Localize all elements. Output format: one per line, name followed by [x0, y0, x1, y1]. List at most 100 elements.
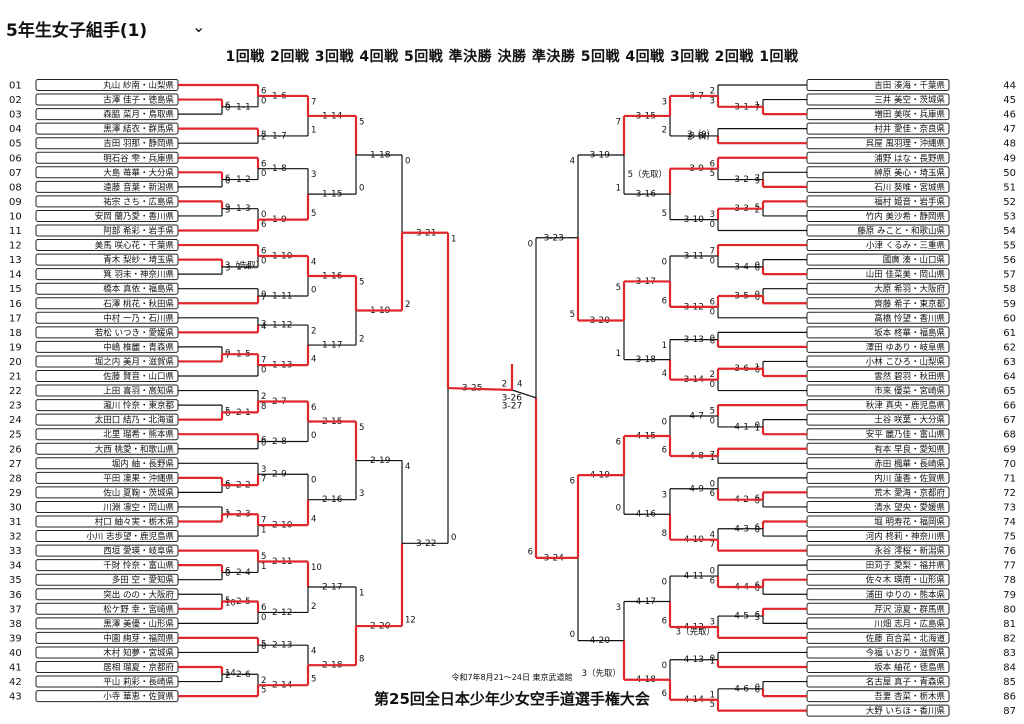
- player-name: 古澤 佳子・徳島県: [103, 95, 174, 106]
- player-name: 山田 佳菜美・岡山県: [866, 269, 946, 280]
- score-b: 0: [755, 526, 760, 536]
- score-b: 0: [710, 307, 715, 317]
- score-a: 1: [662, 341, 667, 351]
- seed-number: 10: [9, 211, 22, 222]
- score-a: 3: [662, 490, 667, 500]
- seed-number: 51: [1003, 182, 1016, 193]
- player-name: 大野 いちほ・香川県: [866, 706, 946, 717]
- seed-number: 17: [9, 313, 22, 324]
- player-name: 内川 蓮香・佐賀県: [874, 473, 945, 484]
- score-a: 3（先取）: [225, 260, 264, 271]
- seed-number: 67: [1003, 415, 1016, 426]
- seed-number: 87: [1003, 706, 1016, 717]
- seed-number: 37: [9, 604, 22, 615]
- score-a: 4: [311, 257, 316, 267]
- player-name: 堀内 紬・長野県: [112, 458, 175, 469]
- score-b: 3: [755, 613, 760, 623]
- score-b: 2: [405, 300, 410, 310]
- player-name: 千財 怜奈・富山県: [103, 560, 174, 571]
- score-b: 6: [662, 446, 667, 456]
- player-name: 澤田 ゆあり・岐阜県: [866, 342, 946, 353]
- score-b: 8: [359, 655, 364, 665]
- player-name: 堀之内 美月・滋賀県: [95, 356, 175, 367]
- score-b: 6: [662, 689, 667, 699]
- player-name: 安平 麗乃佳・富山県: [866, 429, 946, 440]
- seed-number: 70: [1003, 459, 1016, 470]
- score-b: 1: [261, 526, 266, 536]
- player-name: 永谷 澪桜・新潟県: [874, 546, 945, 557]
- seed-number: 22: [9, 386, 22, 397]
- score-b: 1: [311, 125, 316, 135]
- player-name: 三井 美空・茨城県: [874, 95, 945, 106]
- score-a: 7: [261, 516, 266, 526]
- player-name: 齊藤 希子・東京都: [874, 298, 945, 309]
- score-a: 0: [662, 257, 667, 267]
- score-b: 6: [755, 264, 760, 274]
- score-b: 4: [311, 515, 316, 525]
- score-a: 3: [710, 210, 715, 220]
- player-name: 松ケ野 幸・宮崎県: [103, 604, 174, 615]
- score-b: 0: [225, 482, 230, 492]
- seed-number: 08: [9, 182, 22, 193]
- player-name: 浦野 はな・長野県: [874, 153, 945, 164]
- player-name: 西垣 愛瑛・岐阜県: [103, 546, 174, 557]
- score-a: 0: [755, 683, 760, 693]
- seed-number: 38: [9, 619, 22, 630]
- score-a: 9: [225, 203, 230, 213]
- score-b: 6: [755, 366, 760, 376]
- player-name: 突出 のの・大阪府: [103, 589, 174, 600]
- seed-number: 81: [1003, 619, 1016, 630]
- score-a: 2（0）: [687, 129, 715, 140]
- score-a: 7: [311, 97, 316, 107]
- score-b: 0: [261, 96, 266, 106]
- score-b: 1: [710, 453, 715, 463]
- seed-number: 11: [9, 226, 22, 237]
- player-name: 有本 早良・愛知県: [874, 444, 945, 455]
- player-name: 國廣 湊・山口県: [883, 255, 946, 266]
- score-b: 6: [710, 576, 715, 586]
- player-name: 竹内 美沙希・静岡県: [866, 211, 946, 222]
- chevron-down-icon[interactable]: ⌄: [192, 17, 206, 36]
- player-name: 高橋 怜望・香川県: [874, 313, 945, 324]
- player-name: 榊原 美心・埼玉県: [874, 167, 945, 178]
- score-b: 2: [225, 671, 230, 681]
- score-a: 4: [311, 647, 316, 657]
- player-name: 浦田 ゆりの・熊本県: [866, 589, 946, 600]
- score-a: 0: [710, 567, 715, 577]
- player-name: 福村 姫音・岩手県: [874, 196, 945, 207]
- seed-number: 19: [9, 342, 22, 353]
- score-b: 0: [755, 496, 760, 506]
- score-b: 2（4）: [687, 132, 715, 143]
- seed-number: 03: [9, 110, 22, 121]
- seed-number: 68: [1003, 430, 1016, 441]
- seed-number: 55: [1003, 241, 1016, 252]
- player-name: 北里 瑠希・熊本県: [103, 429, 174, 440]
- seed-number: 53: [1003, 211, 1016, 222]
- score-a: 5: [710, 407, 715, 417]
- player-name: 芹沢 涼夏・群馬県: [874, 604, 945, 615]
- player-name: 佐々木 瑛南・山形県: [866, 575, 946, 586]
- player-name: 上田 喜羽・高知県: [103, 386, 174, 397]
- final-label: 3-27: [502, 402, 522, 412]
- score-b: 6: [710, 489, 715, 499]
- player-name: 平山 莉彩・長崎県: [103, 677, 174, 688]
- seed-number: 69: [1003, 444, 1016, 455]
- score-b: 5: [570, 310, 575, 320]
- event-date-venue: 令和7年8月21〜24日 東京武道館: [451, 673, 573, 682]
- player-name: 木村 知夢・宮城県: [103, 647, 174, 658]
- score-b: 3: [710, 96, 715, 106]
- player-name: 若松 いつき・愛媛県: [95, 327, 175, 338]
- player-name: 吉田 羽那・静岡県: [103, 138, 174, 149]
- score-a: 7: [261, 356, 266, 366]
- score-a: 5: [359, 423, 364, 433]
- score-b: 0: [311, 431, 316, 441]
- seed-number: 05: [9, 139, 22, 150]
- score-b: 7: [225, 351, 230, 361]
- seed-number: 29: [9, 488, 22, 499]
- score-b: 6: [710, 336, 715, 346]
- score-b: 5: [311, 209, 316, 219]
- score-b: 0: [225, 176, 230, 186]
- score-b: 0: [261, 438, 266, 448]
- score-b: 6: [755, 686, 760, 696]
- score-a: 7: [755, 174, 760, 184]
